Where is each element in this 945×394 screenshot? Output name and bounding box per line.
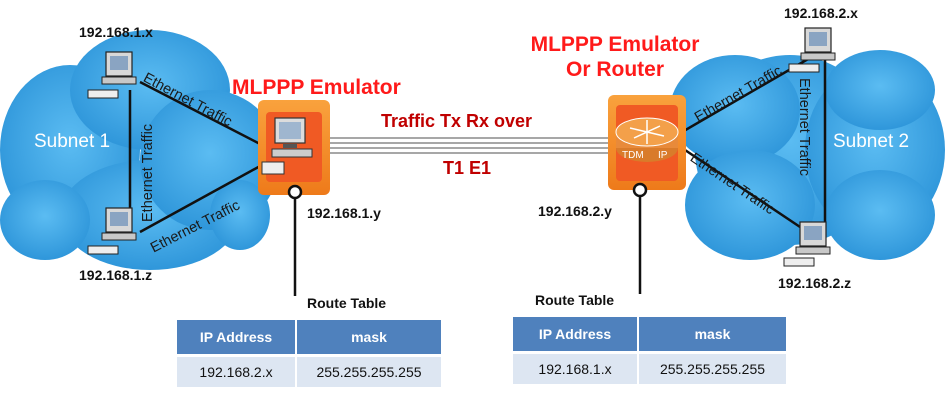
left-route-table: IP Address mask 192.168.2.x 255.255.255.… (177, 320, 441, 387)
column-header-mask: mask (638, 317, 786, 353)
subnet2-label: Subnet 2 (833, 131, 910, 152)
gateway-2y-label: 192.168.2.y (538, 203, 612, 219)
t1-e1-link (330, 137, 610, 154)
right-emulator-title-line2: Or Router (565, 58, 664, 81)
right-mlppp-router[interactable] (608, 95, 686, 190)
left-mlppp-emulator[interactable] (258, 100, 330, 195)
left-route-table-title: Route Table (307, 295, 387, 311)
cell-ip: 192.168.1.x (513, 351, 639, 384)
ethernet-label-1x-to-1z: Ethernet Traffic (140, 123, 156, 222)
cell-ip: 192.168.2.x (177, 354, 297, 387)
left-emulator-title: MLPPP Emulator (232, 76, 401, 99)
column-header-ip: IP Address (513, 317, 639, 353)
subnet2-cloud (670, 50, 945, 260)
link-label-bottom: T1 E1 (443, 158, 492, 178)
host-2x-label: 192.168.2.x (784, 5, 858, 21)
table-header-row: IP Address mask (513, 317, 786, 353)
table-row: 192.168.2.x 255.255.255.255 (177, 354, 441, 387)
host-computer-2z-icon[interactable] (783, 221, 831, 267)
right-emulator-title: MLPPP Emulator Or Router (520, 32, 710, 82)
host-1x-label: 192.168.1.x (79, 24, 153, 40)
cell-mask: 255.255.255.255 (638, 351, 786, 384)
link-label-top: Traffic Tx Rx over (381, 111, 533, 131)
router-ip-label: IP (658, 150, 668, 161)
host-2z-label: 192.168.2.z (778, 275, 852, 291)
host-computer-2x-icon[interactable] (788, 27, 836, 73)
host-computer-1x-icon[interactable] (87, 51, 137, 99)
ethernet-label-2x-to-2z: Ethernet Traffic (796, 78, 812, 177)
right-gateway-port (632, 182, 648, 198)
column-header-mask: mask (296, 320, 441, 356)
cell-mask: 255.255.255.255 (296, 354, 441, 387)
gateway-1y-label: 192.168.1.y (307, 205, 381, 221)
router-tdm-label: TDM (622, 150, 644, 161)
right-route-table: IP Address mask 192.168.1.x 255.255.255.… (513, 317, 786, 384)
right-emulator-title-line1: MLPPP Emulator (530, 33, 700, 56)
left-gateway-port (287, 184, 303, 200)
subnet1-label: Subnet 1 (34, 131, 111, 152)
column-header-ip: IP Address (177, 320, 297, 356)
table-row: 192.168.1.x 255.255.255.255 (513, 351, 786, 384)
host-1z-label: 192.168.1.z (79, 267, 153, 283)
table-header-row: IP Address mask (177, 320, 441, 356)
subnet1-ethernet-links (128, 80, 263, 234)
right-route-table-title: Route Table (535, 292, 615, 308)
host-computer-1z-icon[interactable] (87, 207, 137, 255)
